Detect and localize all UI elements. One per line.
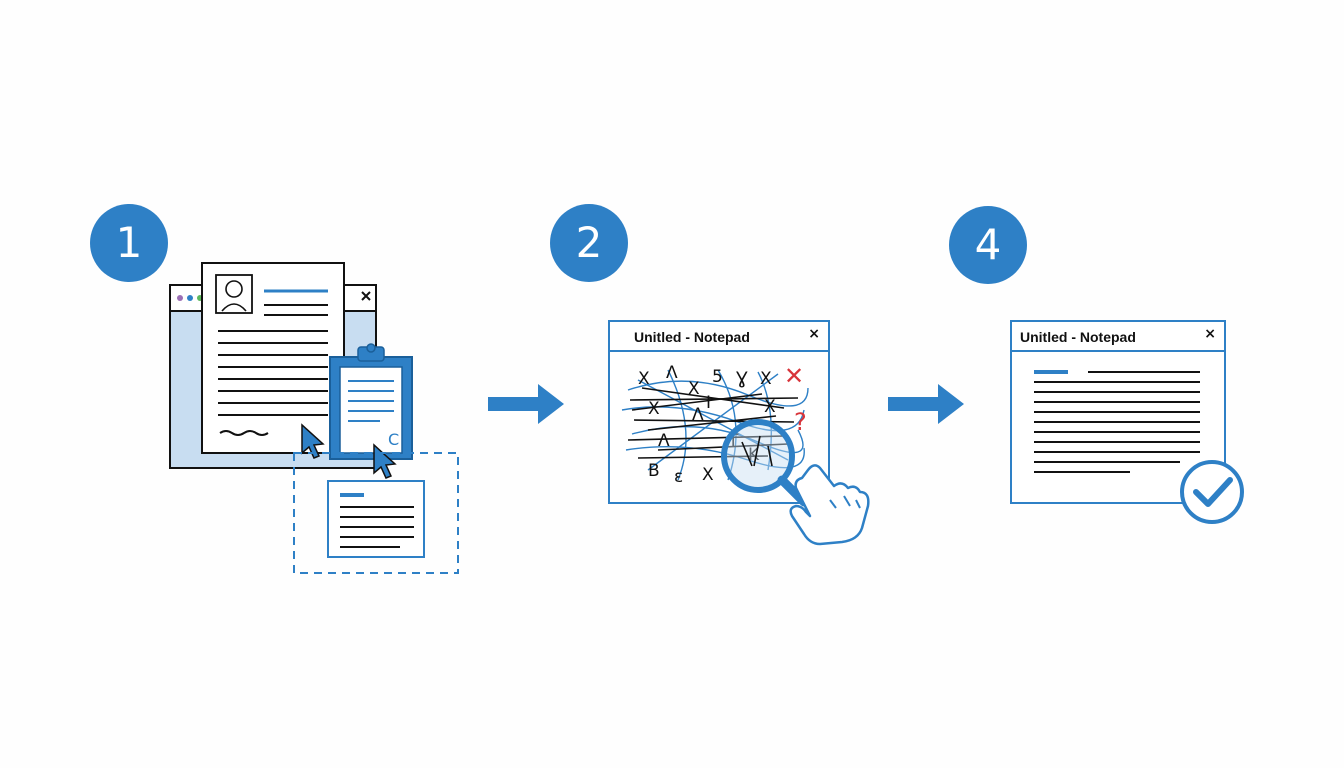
- garble-glyph: X: [760, 369, 772, 389]
- step-1-illustration: C: [169, 262, 459, 574]
- clipboard-mark: C: [388, 430, 399, 449]
- check-circle-icon: [1180, 460, 1244, 524]
- clipboard-icon: C: [329, 343, 413, 460]
- garble-glyph: 5: [712, 367, 723, 387]
- right-arrow-icon: [888, 384, 964, 424]
- garble-glyph: X: [702, 465, 714, 485]
- step-4-badge: 4: [949, 206, 1027, 284]
- garble-glyph: Ɣ: [736, 369, 748, 389]
- garble-glyph: X: [638, 369, 650, 389]
- garble-glyph: Λ: [692, 405, 704, 425]
- garbled-text-icon: X Λ 5 Ɣ X X X Λ B ɛ X Λ Ƭ X I K ✕ ?: [621, 362, 870, 546]
- notepad-titlebar: Unitled - Notepad ×: [610, 322, 828, 352]
- magnifying-glass-icon: [721, 419, 809, 507]
- clean-text-icon: [1034, 370, 1244, 524]
- pasted-document-icon: [293, 452, 459, 574]
- notepad-title: Unitled - Notepad: [634, 329, 750, 345]
- garble-glyph: B: [648, 461, 660, 481]
- garble-glyph: Ƭ: [728, 431, 739, 451]
- notepad-titlebar: Unitled - Notepad ×: [1012, 322, 1224, 352]
- close-button[interactable]: ×: [808, 326, 820, 342]
- garble-glyph: X: [764, 397, 776, 417]
- garble-glyph: ɛ: [674, 467, 683, 487]
- step-2-badge: 2: [550, 204, 628, 282]
- close-button[interactable]: ×: [1204, 326, 1216, 342]
- pointing-hand-icon: [789, 464, 870, 546]
- resume-document-icon: [201, 262, 345, 454]
- red-x-icon: ✕: [784, 362, 804, 390]
- right-arrow-icon: [488, 384, 564, 424]
- notepad-title: Unitled - Notepad: [1020, 329, 1136, 345]
- garble-glyph: X: [688, 379, 700, 399]
- garble-glyph: Λ: [658, 431, 670, 451]
- step-1-badge: 1: [90, 204, 168, 282]
- garble-glyph: I: [706, 393, 711, 413]
- garble-glyph: Λ: [666, 363, 678, 383]
- notepad-window-garbled: Unitled - Notepad ×: [608, 320, 830, 504]
- red-question-icon: ?: [794, 408, 807, 436]
- garble-glyph: X: [648, 399, 660, 419]
